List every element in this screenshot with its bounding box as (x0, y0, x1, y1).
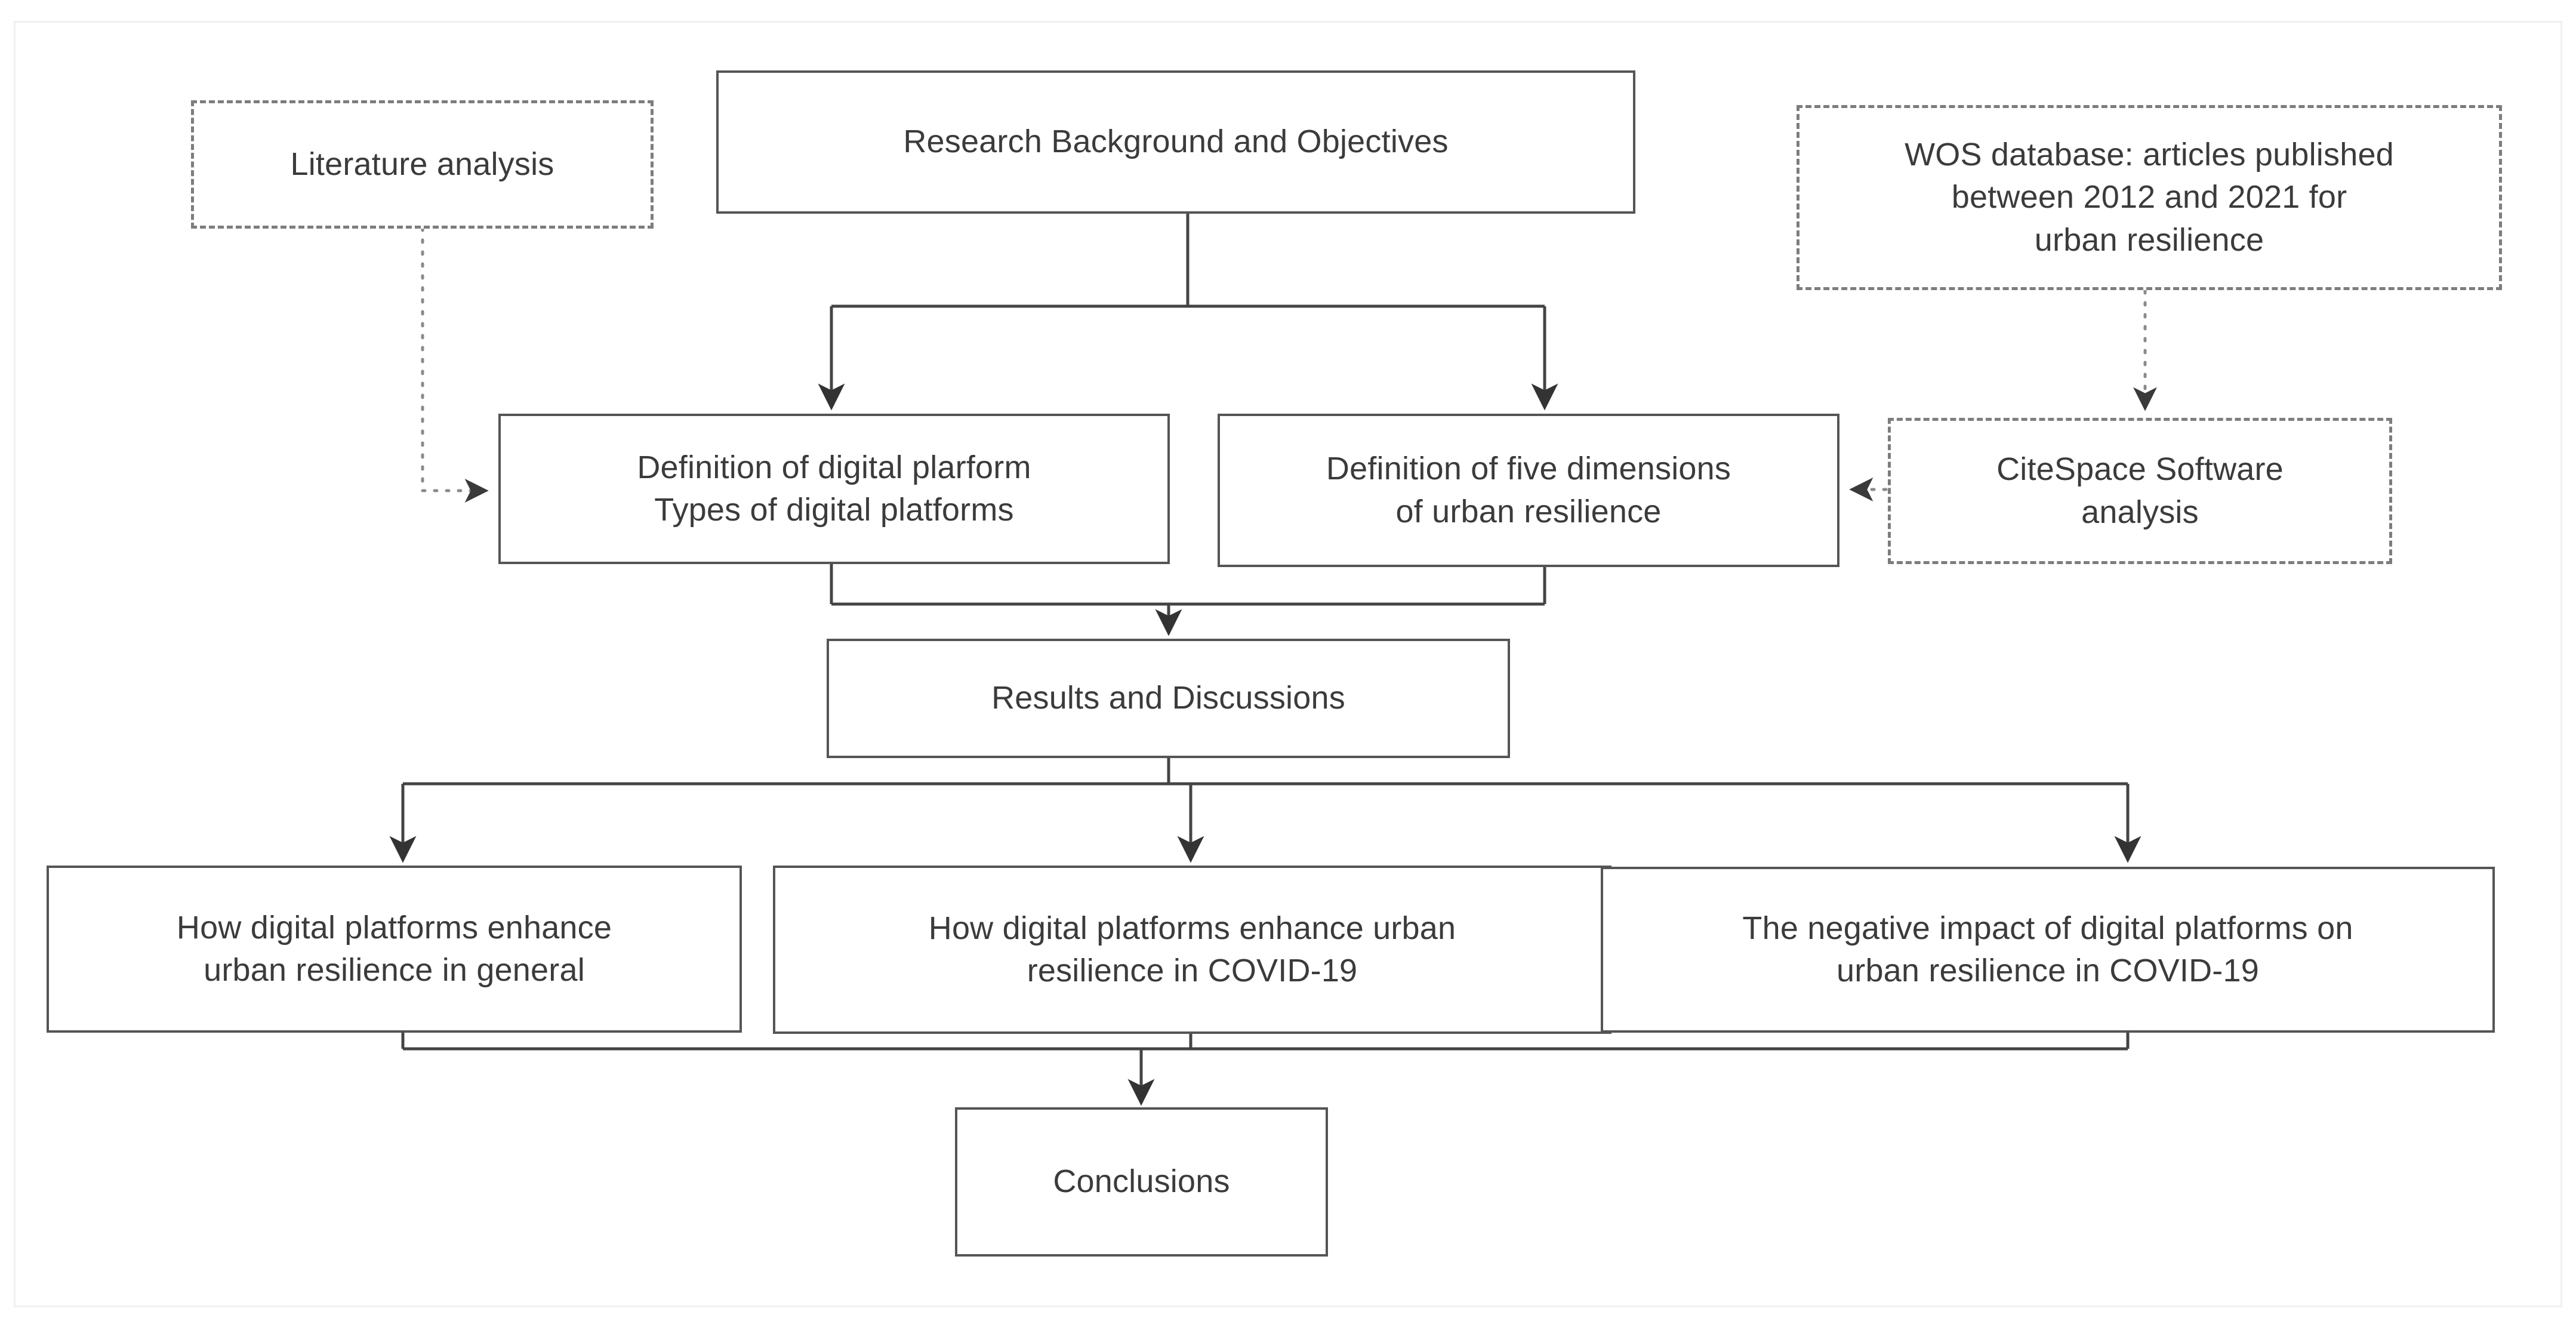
node-definition-five-dimensions[interactable]: Definition of five dimensions of urban r… (1218, 414, 1839, 567)
node-literature-analysis[interactable]: Literature analysis (191, 100, 654, 229)
node-enhance-general-label: How digital platforms enhance urban resi… (176, 909, 612, 988)
node-enhance-covid[interactable]: How digital platforms enhance urban resi… (773, 866, 1611, 1034)
node-negative-impact-covid-label: The negative impact of digital platforms… (1742, 910, 2353, 989)
node-literature-analysis-label: Literature analysis (290, 146, 554, 182)
node-wos-database[interactable]: WOS database: articles published between… (1797, 105, 2502, 290)
node-citespace-software[interactable]: CiteSpace Software analysis (1888, 418, 2392, 564)
node-research-background[interactable]: Research Background and Objectives (716, 70, 1635, 214)
node-negative-impact-covid[interactable]: The negative impact of digital platforms… (1601, 867, 2495, 1033)
node-citespace-software-label: CiteSpace Software analysis (1996, 451, 2284, 530)
node-conclusions-label: Conclusions (1053, 1163, 1230, 1200)
node-definition-digital-platform-label: Definition of digital plarform Types of … (637, 449, 1031, 528)
node-definition-digital-platform[interactable]: Definition of digital plarform Types of … (498, 414, 1170, 564)
node-enhance-covid-label: How digital platforms enhance urban resi… (928, 910, 1456, 989)
node-wos-database-label: WOS database: articles published between… (1905, 137, 2394, 258)
node-research-background-label: Research Background and Objectives (903, 124, 1449, 160)
node-enhance-general[interactable]: How digital platforms enhance urban resi… (47, 866, 742, 1033)
node-definition-five-dimensions-label: Definition of five dimensions of urban r… (1326, 451, 1731, 529)
node-conclusions[interactable]: Conclusions (955, 1107, 1328, 1257)
node-results-discussions[interactable]: Results and Discussions (827, 639, 1510, 758)
node-results-discussions-label: Results and Discussions (991, 680, 1345, 716)
